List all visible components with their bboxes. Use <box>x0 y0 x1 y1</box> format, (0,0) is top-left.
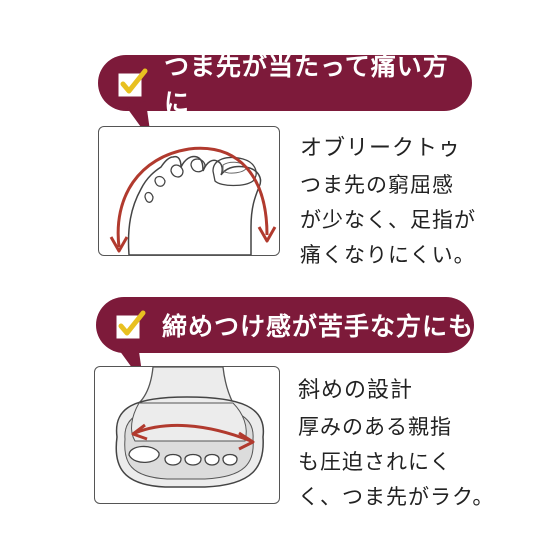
foot-illustration-oblique-toe <box>98 126 280 256</box>
check-icon <box>116 310 146 339</box>
description-line: く、つま先がラク。 <box>298 485 495 509</box>
description-line: 厚みのある親指 <box>298 415 452 439</box>
feature-heading: オブリークトゥ <box>300 136 462 161</box>
foot-front-view <box>115 367 265 488</box>
description-line: が少なく、足指が <box>300 208 476 232</box>
description-oblique-toe: オブリークトゥ つま先の窮屈感 が少なく、足指が 痛くなりにくい。 <box>300 130 476 273</box>
description-line: つま先の窮屈感 <box>300 173 454 197</box>
banner-toe-pain: つま先が当たって痛い方に <box>98 52 472 146</box>
feature-heading: 斜めの設計 <box>298 378 414 403</box>
banner-tightness: 締めつけ感が苦手な方にも <box>96 297 475 388</box>
foot-top-view <box>109 146 277 255</box>
description-line: 痛くなりにくい。 <box>300 243 476 267</box>
banner-text: 締めつけ感が苦手な方にも <box>162 312 475 341</box>
foot-illustration-slanted-design <box>94 366 280 504</box>
description-slanted-design: 斜めの設計 厚みのある親指 も圧迫されにく く、つま先がラク。 <box>298 372 494 515</box>
check-icon <box>118 68 148 97</box>
description-line: も圧迫されにく <box>298 450 452 474</box>
banner-text: つま先が当たって痛い方に <box>164 52 449 117</box>
